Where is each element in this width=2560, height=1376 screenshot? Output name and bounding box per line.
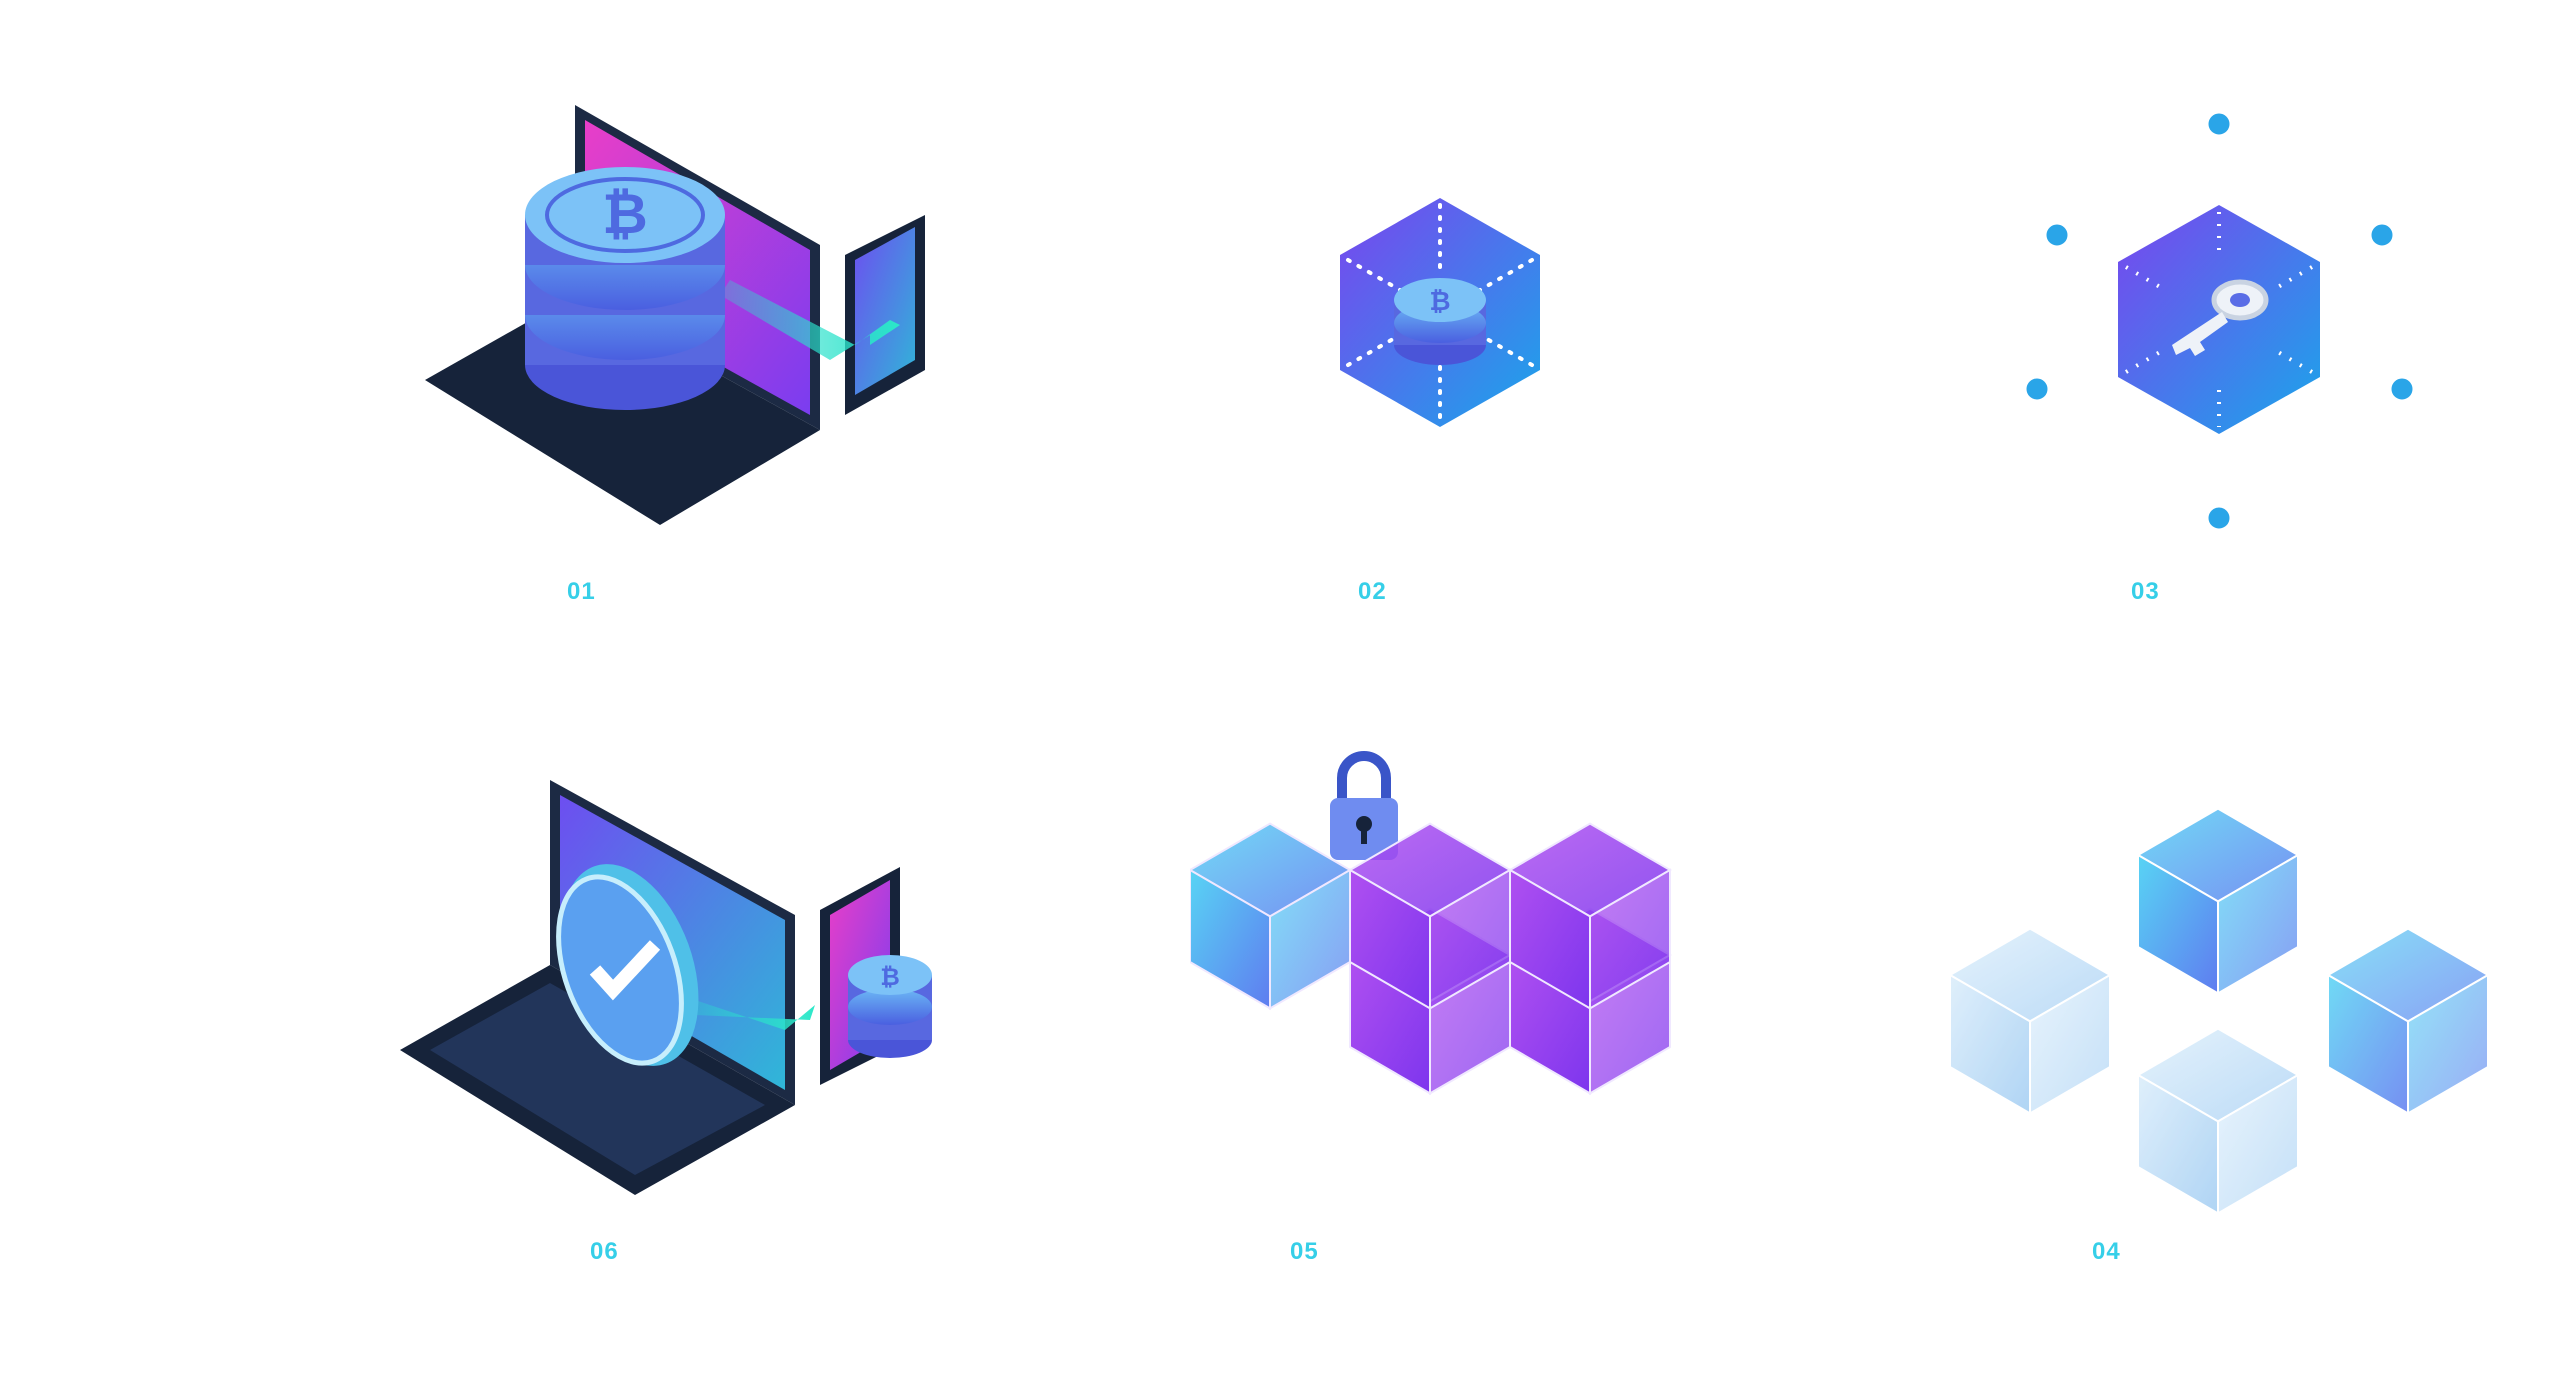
distributed-network-illustration (1948, 807, 2490, 1216)
checkmark-badge (556, 864, 699, 1066)
check-icons (2023, 110, 2416, 532)
cube (1348, 822, 1512, 1011)
step-number: 06 (590, 1238, 619, 1265)
coin-stack-icon: ₿ (1394, 278, 1486, 365)
svg-text:₿: ₿ (1429, 287, 1450, 317)
svg-text:₿: ₿ (880, 963, 900, 991)
cube (1508, 822, 1672, 1011)
laptop-base (425, 295, 820, 525)
step-label-03: 03 (2131, 578, 2160, 606)
svg-text:₿: ₿ (602, 182, 648, 247)
step-number: 03 (2131, 578, 2160, 605)
step-number: 02 (1358, 578, 1387, 605)
key-icon (2172, 279, 2269, 356)
cube (2136, 807, 2300, 996)
block-hexagon-illustration: ₿ (1340, 198, 1540, 427)
laptop-coins-transfer-illustration: ₿ (425, 105, 925, 525)
cube (2326, 927, 2490, 1116)
step-label-01: 01 (567, 578, 596, 606)
step-label-02: 02 (1358, 578, 1387, 606)
coin-stack-icon: ₿ (848, 955, 932, 1058)
transaction-complete-illustration: ₿ (400, 780, 932, 1195)
step-label-05: 05 (1290, 1238, 1319, 1266)
cube (2136, 1027, 2300, 1216)
padlock-icon (1330, 751, 1398, 860)
cube (1948, 927, 2112, 1116)
step-number: 04 (2092, 1238, 2121, 1265)
step-number: 05 (1290, 1238, 1319, 1265)
transfer-arrow (695, 1000, 815, 1030)
bitcoin-coin-stack: ₿ (525, 167, 725, 410)
transfer-arrow (720, 280, 900, 360)
step-label-06: 06 (590, 1238, 619, 1266)
step-number: 01 (567, 578, 596, 605)
cube (1190, 822, 1352, 1011)
validation-key-illustration (2023, 110, 2416, 532)
step-label-04: 04 (2092, 1238, 2121, 1266)
blockchain-cubes-illustration (1190, 751, 1672, 1096)
